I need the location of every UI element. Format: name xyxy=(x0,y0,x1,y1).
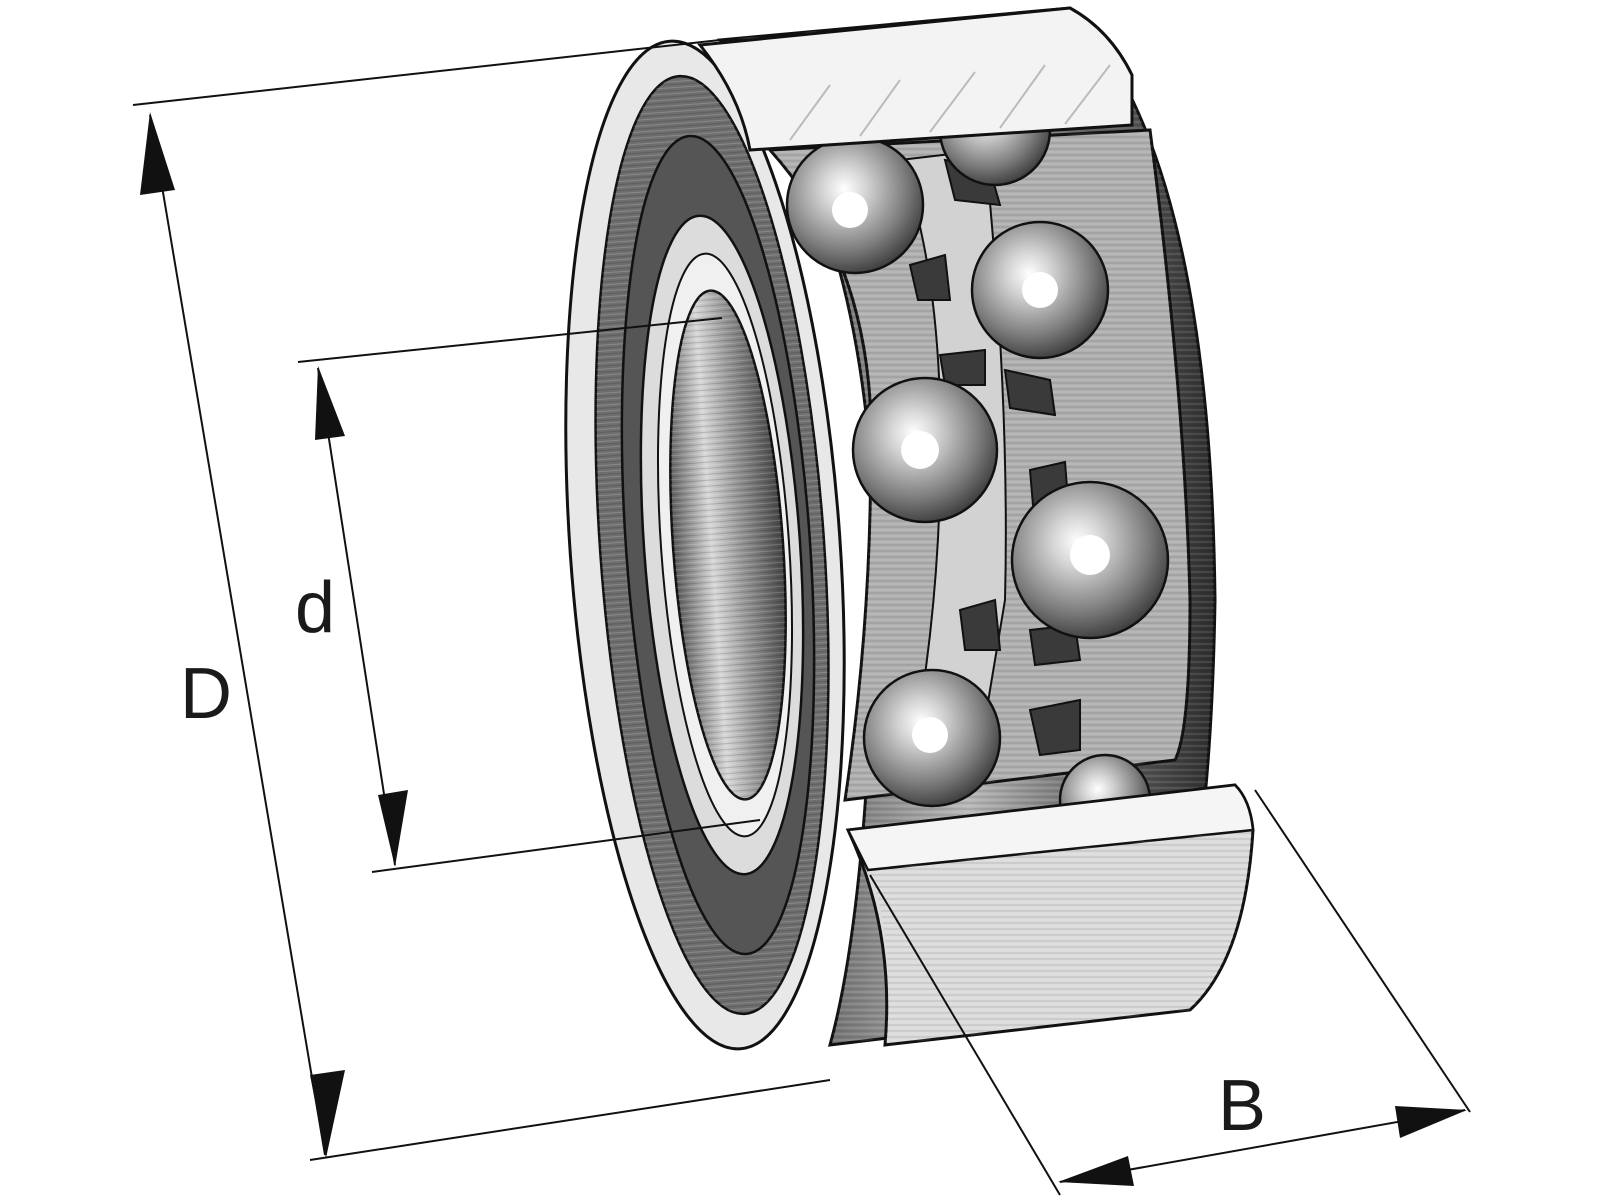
rolling-elements xyxy=(785,73,1170,847)
arrow-left-icon xyxy=(1058,1156,1134,1186)
ball xyxy=(785,135,925,275)
arrow-down-icon xyxy=(378,790,408,867)
ball xyxy=(970,220,1110,360)
ball xyxy=(1010,480,1170,640)
dimension-arrows xyxy=(140,112,1467,1186)
ball xyxy=(851,376,999,524)
outer-diameter-label: D xyxy=(180,654,232,734)
cage xyxy=(908,158,1082,757)
dimension-lines xyxy=(132,39,1471,1196)
outer-ring-top-section xyxy=(697,6,1134,152)
front-face xyxy=(564,39,846,1051)
ball xyxy=(862,668,1002,808)
arrow-up-icon xyxy=(315,366,345,440)
arrow-down-icon xyxy=(310,1070,345,1158)
outer-ring-bottom-section xyxy=(845,783,1255,1047)
arrow-right-icon xyxy=(1395,1106,1467,1138)
bore-diameter-label: d xyxy=(295,568,335,648)
arrow-up-icon xyxy=(140,112,175,195)
width-label: B xyxy=(1218,1066,1266,1146)
